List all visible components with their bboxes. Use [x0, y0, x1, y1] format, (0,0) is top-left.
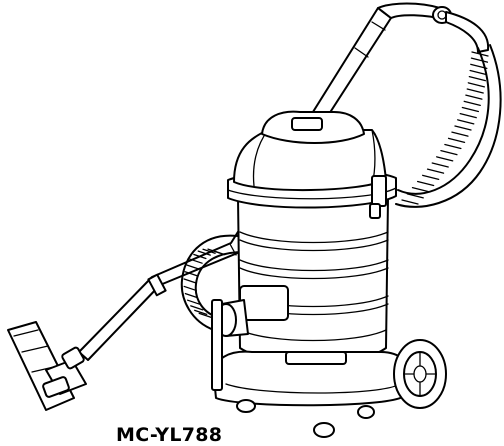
hose-rib: [470, 57, 489, 63]
hose-rib: [186, 299, 201, 305]
hose-rib: [471, 51, 489, 57]
hose-rib: [401, 199, 419, 205]
hose-rib: [468, 76, 486, 82]
wand-handle: [377, 2, 490, 53]
hose-rib: [411, 187, 430, 193]
hose-rib: [465, 94, 483, 100]
hose-rib: [440, 150, 458, 156]
hose-rib: [431, 162, 449, 168]
hose-rib: [426, 168, 445, 174]
model-number-label: MC-YL788: [116, 424, 223, 446]
hose-rib: [212, 249, 226, 256]
hose-rib: [183, 285, 197, 292]
hose-rib: [470, 63, 488, 69]
hose-rib: [184, 292, 199, 299]
hose-rib: [436, 156, 454, 162]
hose-rib: [189, 258, 203, 264]
canister-body: [227, 110, 397, 364]
flex-hose-lower: [180, 234, 245, 331]
flex-hose-upper: [395, 44, 502, 208]
hose-rib: [202, 248, 216, 254]
hose-rib: [190, 305, 204, 311]
hose-rib: [447, 137, 466, 143]
hose-rib: [461, 106, 480, 113]
hose-rib: [186, 264, 200, 270]
hose-rib: [406, 193, 424, 199]
hose-rib: [457, 119, 475, 125]
hose-rib: [193, 253, 207, 260]
hose-rib: [463, 100, 481, 106]
base-dolly: [211, 299, 447, 438]
floor-nozzle: [7, 321, 87, 411]
hose-rib: [183, 278, 197, 284]
hose-rib: [198, 312, 212, 319]
hose-rib: [194, 309, 208, 315]
hose-rib: [459, 113, 477, 119]
hose-rib: [197, 250, 211, 256]
hose-rib: [422, 174, 440, 180]
hose-rib: [416, 180, 435, 187]
hose-rib: [444, 143, 462, 150]
hose-rib: [467, 82, 486, 88]
extension-wand: [78, 7, 392, 361]
hose-rib: [184, 271, 198, 277]
hose-rib: [454, 125, 472, 131]
hose-rib: [469, 69, 487, 76]
hose-rib: [466, 88, 484, 94]
hose-rib: [451, 131, 469, 137]
